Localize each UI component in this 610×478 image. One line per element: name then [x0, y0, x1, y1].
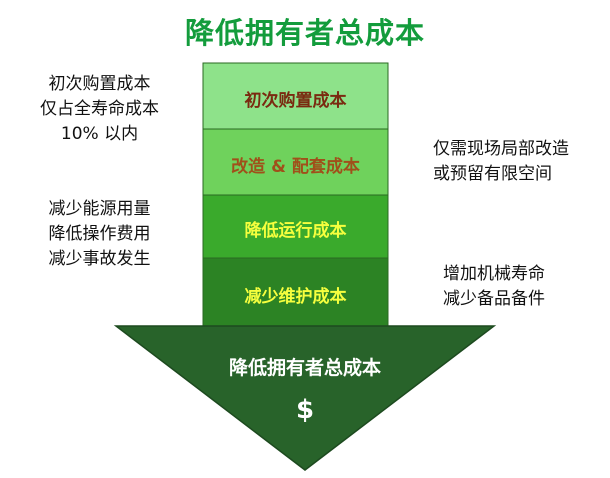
block-label-retrofit: 改造 & 配套成本 [231, 157, 360, 177]
note-line: 或预留有限空间 [433, 164, 552, 184]
note-line: 仅需现场局部改造 [433, 139, 569, 159]
note-operation-benefits: 减少能源用量 降低操作费用 减少事故发生 [22, 197, 177, 272]
note-line: 减少能源用量 [48, 199, 151, 219]
dollar-symbol: $ [295, 395, 315, 425]
block-operation [202, 194, 389, 259]
arrow-label: 降低拥有者总成本 [228, 357, 381, 379]
note-line: 10% 以内 [60, 124, 139, 144]
block-label-initial-purchase: 初次购置成本 [244, 91, 347, 111]
note-line: 减少事故发生 [48, 249, 151, 269]
diagram-title: 降低拥有者总成本 [184, 16, 425, 50]
note-maintenance: 增加机械寿命 减少备品备件 [443, 262, 545, 312]
block-label-operation: 降低运行成本 [244, 221, 347, 241]
note-line: 仅占全寿命成本 [40, 99, 159, 119]
block-maintenance [202, 257, 389, 327]
note-retrofit: 仅需现场局部改造 或预留有限空间 [433, 137, 569, 187]
block-initial-purchase [202, 62, 389, 130]
note-line: 降低操作费用 [48, 224, 151, 244]
block-label-maintenance: 减少维护成本 [244, 287, 347, 307]
note-initial-cost: 初次购置成本 仅占全寿命成本 10% 以内 [22, 72, 177, 147]
block-retrofit [202, 128, 389, 196]
arrowhead [113, 325, 497, 471]
note-line: 增加机械寿命 [443, 264, 545, 284]
note-line: 初次购置成本 [48, 74, 151, 94]
note-line: 减少备品备件 [443, 289, 545, 309]
